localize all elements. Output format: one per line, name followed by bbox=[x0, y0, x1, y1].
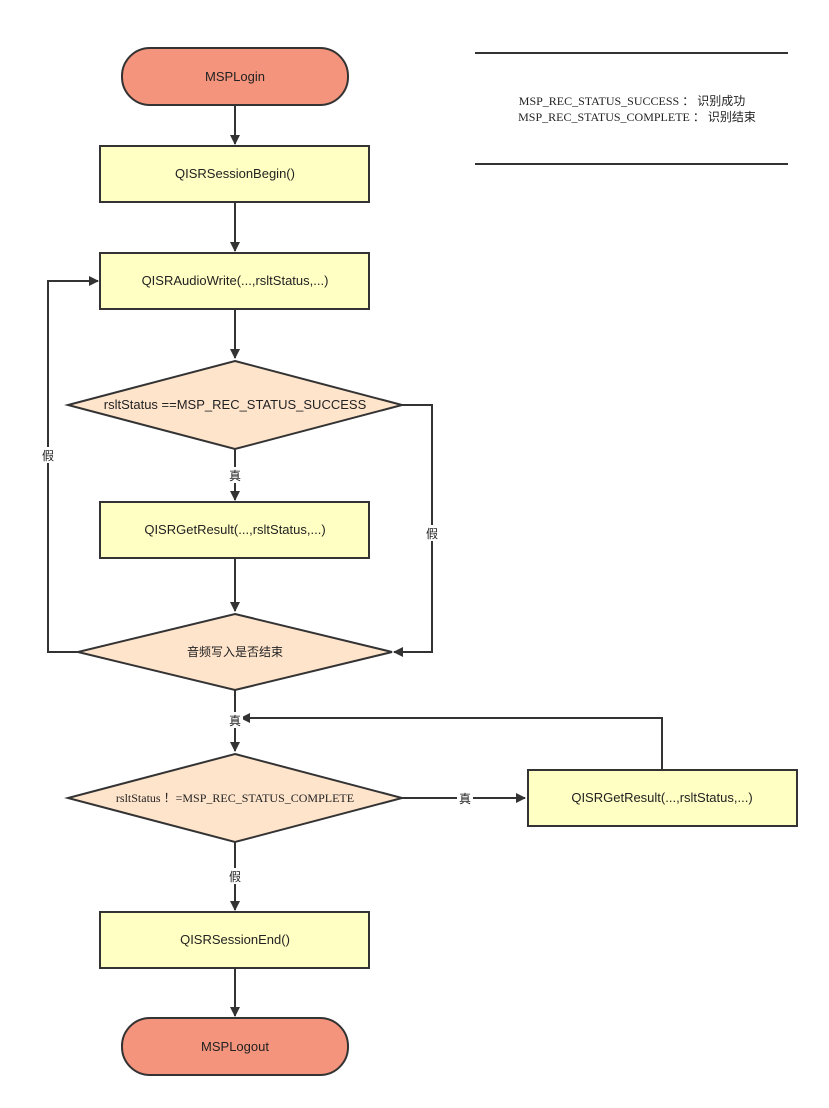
label-true-complete: 真 bbox=[459, 792, 471, 806]
node-label: QISRSessionEnd() bbox=[180, 932, 290, 947]
node-label: 音频写入是否结束 bbox=[187, 644, 283, 659]
decision-shape bbox=[64, 752, 406, 844]
node-get-result-1: QISRGetResult(...,rsltStatus,...) bbox=[99, 501, 370, 559]
label-true-audioend: 真 bbox=[229, 714, 241, 728]
node-label: rsltStatus ！=MSP_REC_STATUS_COMPLETE bbox=[116, 791, 354, 805]
node-audio-write: QISRAudioWrite(...,rsltStatus,...) bbox=[99, 252, 370, 310]
decision-shape bbox=[77, 612, 393, 692]
node-label: rsltStatus ==MSP_REC_STATUS_SUCCESS bbox=[104, 397, 367, 412]
node-get-result-2: QISRGetResult(...,rsltStatus,...) bbox=[527, 769, 798, 827]
legend: MSP_REC_STATUS_SUCCESS ： 识别成功 MSP_REC_ST… bbox=[475, 52, 788, 165]
label-false-audioend: 假 bbox=[42, 449, 54, 463]
node-label: MSPLogout bbox=[201, 1039, 269, 1054]
node-label: QISRGetResult(...,rsltStatus,...) bbox=[144, 522, 325, 537]
node-msplogout: MSPLogout bbox=[121, 1017, 349, 1076]
legend-line-1: MSP_REC_STATUS_SUCCESS ： 识别成功 bbox=[519, 94, 745, 108]
node-label: QISRAudioWrite(...,rsltStatus,...) bbox=[142, 273, 329, 288]
node-session-end: QISRSessionEnd() bbox=[99, 911, 370, 969]
node-label: QISRSessionBegin() bbox=[175, 166, 295, 181]
node-label: QISRGetResult(...,rsltStatus,...) bbox=[571, 790, 752, 805]
process-shape bbox=[99, 252, 370, 310]
process-shape bbox=[527, 769, 798, 827]
node-cond-audio-end: 音频写入是否结束 bbox=[77, 612, 393, 692]
edge-getresult-loop-back bbox=[240, 713, 663, 770]
label-false-complete: 假 bbox=[229, 870, 241, 884]
legend-line-2: MSP_REC_STATUS_COMPLETE ： 识别结束 bbox=[518, 110, 756, 124]
edges bbox=[47, 105, 663, 1017]
terminal-shape bbox=[121, 47, 349, 106]
node-session-begin: QISRSessionBegin() bbox=[99, 145, 370, 203]
process-shape bbox=[99, 145, 370, 203]
node-mslogin: MSPLogin bbox=[121, 47, 349, 106]
node-cond-complete: rsltStatus ！=MSP_REC_STATUS_COMPLETE bbox=[64, 752, 406, 844]
edge-audioend-false-loop bbox=[47, 276, 99, 653]
terminal-shape bbox=[121, 1017, 349, 1076]
edge-labels: 真 假 假 真 真 假 bbox=[40, 447, 473, 884]
label-true-success: 真 bbox=[229, 469, 241, 483]
node-label: MSPLogin bbox=[205, 69, 265, 84]
process-shape bbox=[99, 501, 370, 559]
node-cond-success: rsltStatus ==MSP_REC_STATUS_SUCCESS bbox=[64, 359, 406, 451]
process-shape bbox=[99, 911, 370, 969]
label-false-success: 假 bbox=[426, 527, 438, 541]
decision-shape bbox=[64, 359, 406, 451]
